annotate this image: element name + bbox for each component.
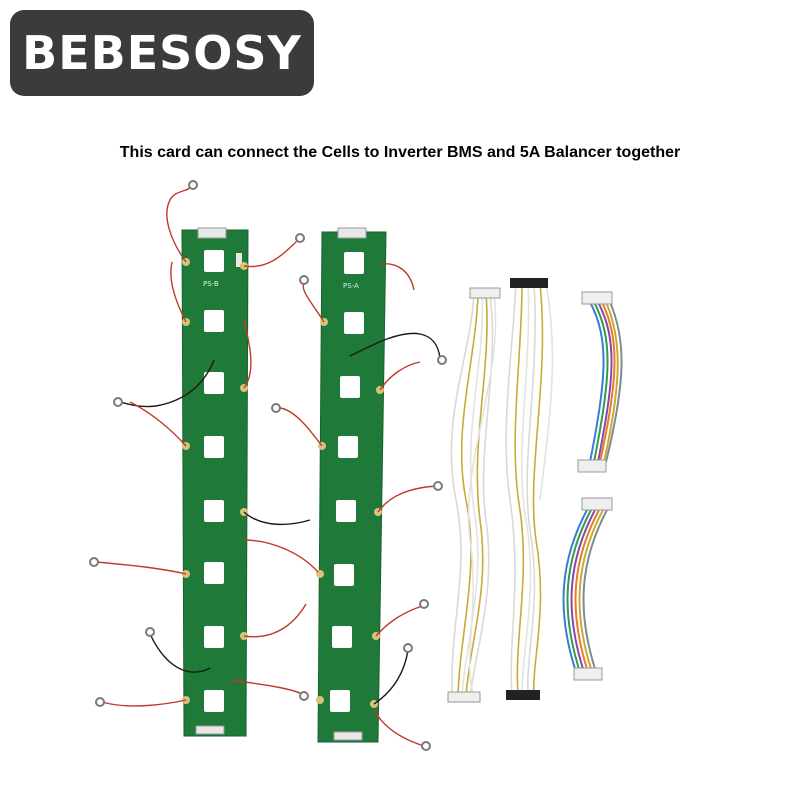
cell-pad-row bbox=[330, 252, 364, 712]
harness-connector bbox=[581, 291, 613, 305]
harness-connector bbox=[581, 497, 613, 511]
cell-pad-row bbox=[204, 250, 224, 712]
pcb-board-ps-b: PS-B bbox=[181, 227, 249, 737]
ring-terminals bbox=[89, 180, 447, 751]
black-connector-harness bbox=[505, 278, 554, 700]
harness-connector bbox=[469, 287, 501, 299]
connector-top bbox=[337, 227, 367, 239]
balancer-harness-top bbox=[577, 291, 623, 473]
connector-bottom bbox=[195, 725, 225, 735]
white-yellow-harness bbox=[447, 287, 501, 703]
harness-connector bbox=[510, 278, 548, 288]
harness-connector bbox=[573, 667, 603, 681]
harness-connector bbox=[577, 459, 607, 473]
board-label-ps-b: PS-B bbox=[203, 280, 219, 288]
pcb-board-ps-a: PS-A bbox=[316, 227, 387, 743]
brand-name: BEBESOSY bbox=[22, 26, 302, 80]
balancer-harness-bottom bbox=[562, 497, 613, 681]
connector-bottom bbox=[333, 731, 363, 741]
board-label-ps-a: PS-A bbox=[343, 282, 359, 290]
product-caption: This card can connect the Cells to Inver… bbox=[119, 144, 681, 161]
harness-connector bbox=[506, 690, 540, 700]
sense-wires bbox=[95, 185, 441, 747]
connector-top bbox=[197, 227, 227, 239]
harness-connector bbox=[447, 691, 481, 703]
brand-logo-badge: BEBESOSY bbox=[10, 10, 314, 96]
